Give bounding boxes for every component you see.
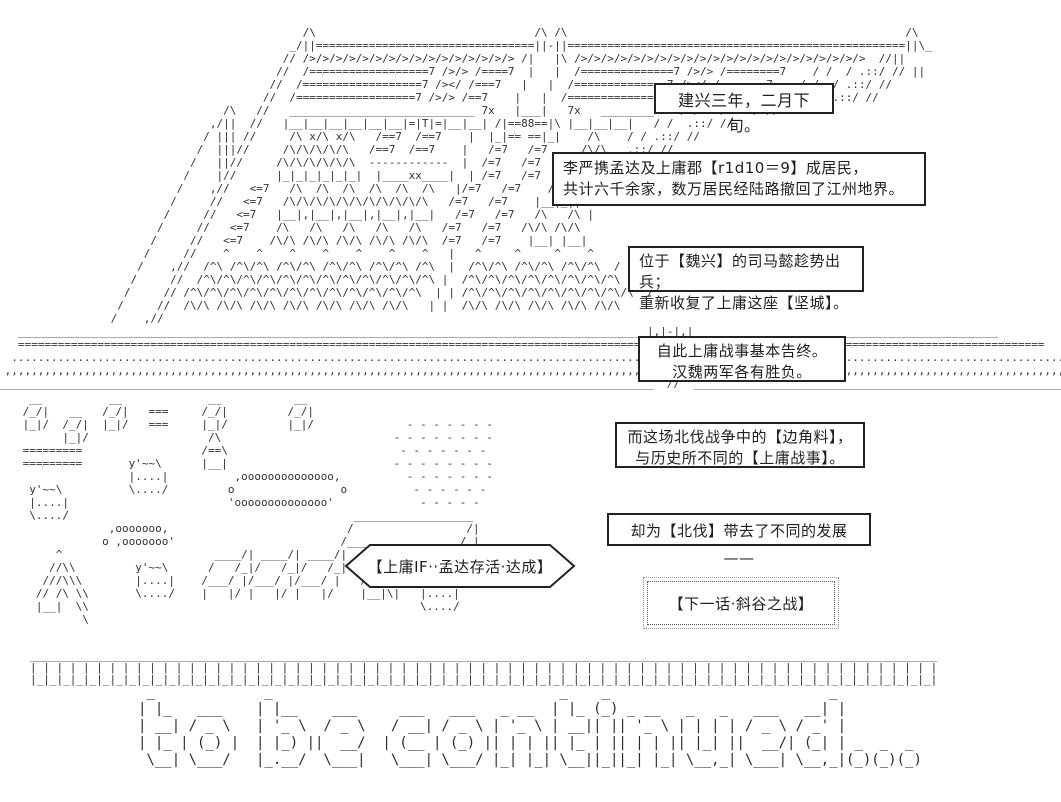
narration-box-sidenote: 而这场北伐战争中的【边角料】， 与历史所不同的【上庸战事】。	[615, 422, 865, 468]
narration-box-war-conclusion: 自此上庸战事基本告终。 汉魏两军各有胜负。	[638, 336, 846, 382]
narration-box-date: 建兴三年，二月下旬。	[654, 83, 834, 135]
achievement-bubble-text: 【上庸IF··孟达存活·达成】	[367, 557, 553, 576]
narration-box-development: 却为【北伐】带去了不同的发展——	[607, 513, 871, 567]
narration-box-sima-yi-reconquest: 位于【魏兴】的司马懿趁势出兵； 重新收复了上庸这座【坚城】。	[628, 246, 864, 312]
refugee-camp-ascii-art: __ __ __ __ /_/| __ /_/| === /_/| /_/| |…	[22, 392, 493, 626]
to-be-continued-banner: _ _ _ _ _ | |_ ___ | |__ ___ ___ ___ _ _…	[138, 684, 922, 768]
castle-ascii-art: /\ /\ /\ /\ _/||========================…	[0, 26, 1061, 390]
next-episode-text: 【下一话·斜谷之战】	[668, 594, 814, 613]
achievement-bubble: 【上庸IF··孟达存活·达成】	[344, 543, 576, 589]
next-episode-box: 【下一话·斜谷之战】	[643, 577, 839, 629]
achievement-bubble-outline	[344, 544, 576, 588]
narration-box-evacuation: 李严携孟达及上庸郡【r1d10＝9】成居民， 共计六千余家，数万居民经陆路撤回了…	[552, 152, 926, 206]
bottom-wall-ascii-art: ________________________________________…	[30, 649, 938, 686]
